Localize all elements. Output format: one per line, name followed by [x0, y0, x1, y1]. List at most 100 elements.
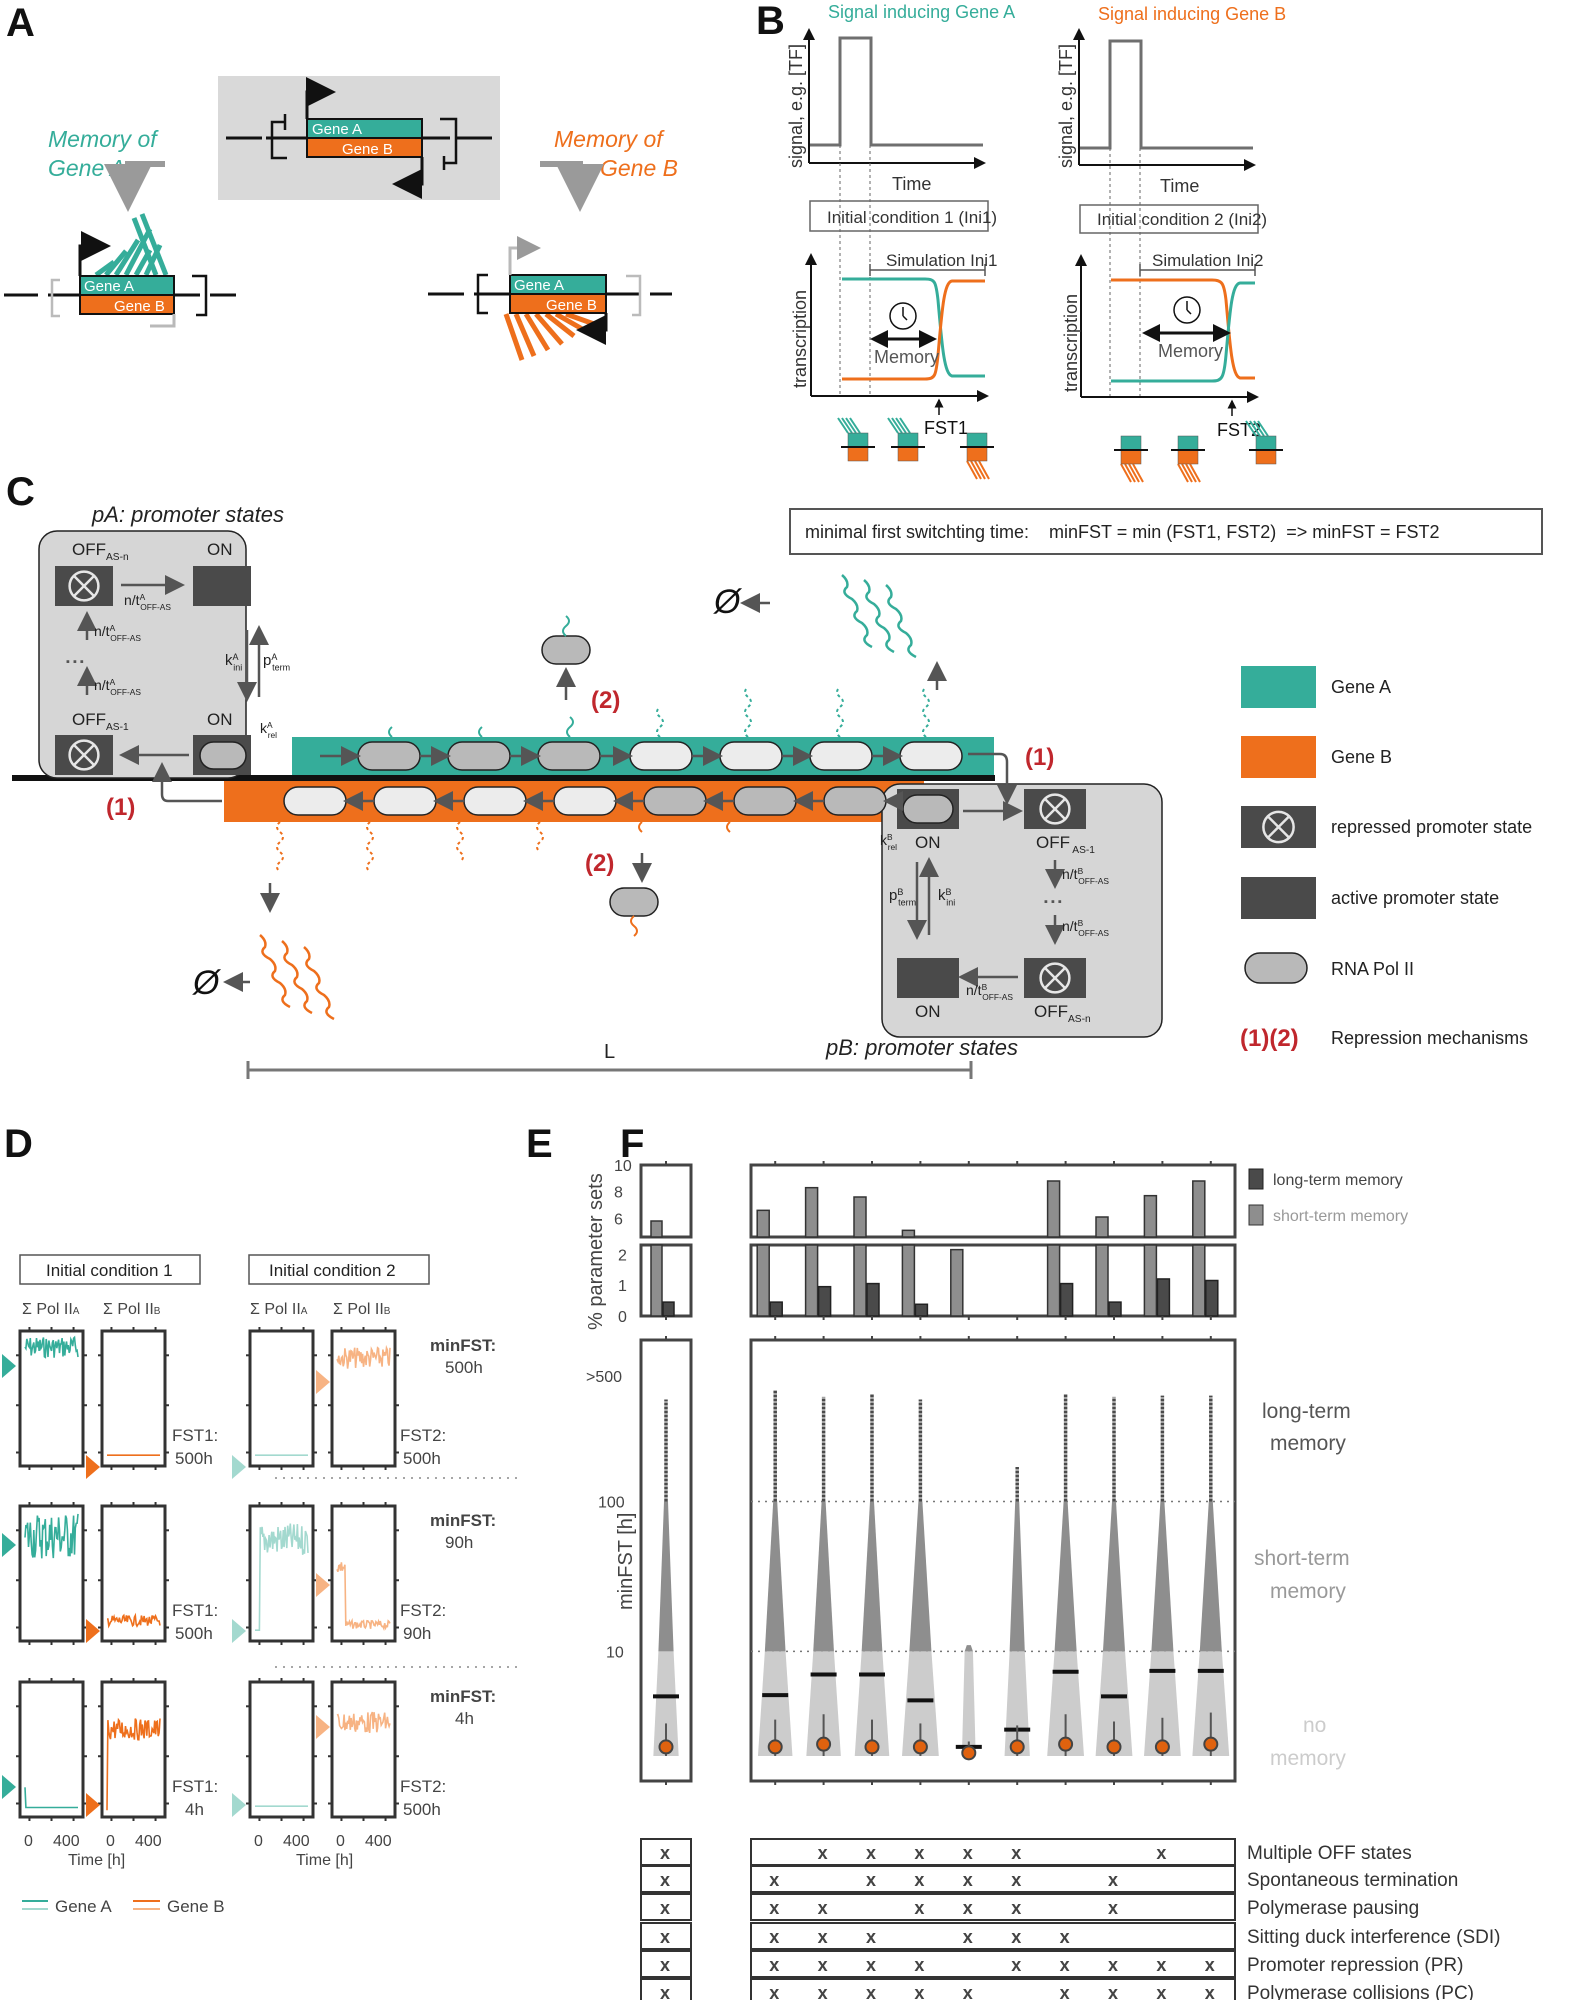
region-short-term: memory — [1270, 1580, 1346, 1603]
fst2-label: FST2: — [400, 1777, 446, 1796]
x-tick: 0 — [24, 1833, 33, 1850]
memory-a-line1: Memory of — [48, 126, 159, 152]
legend-swatch-long-term — [1248, 1168, 1264, 1190]
mode-marker — [961, 1745, 977, 1761]
table-mark: x — [1108, 1955, 1118, 1975]
hatch — [1249, 420, 1261, 437]
panel-letter-c: C — [6, 470, 35, 514]
mini-loci — [837, 417, 1283, 483]
gene-b-block — [897, 446, 919, 462]
table-cell-e — [640, 1922, 692, 1950]
ini1-box: Initial condition 1 (Ini1) — [827, 208, 997, 227]
x — [73, 744, 95, 766]
state-on-label: ON — [207, 710, 233, 729]
bar-frame-upper — [749, 1163, 1237, 1239]
plot-frame — [248, 1329, 315, 1468]
bar-long-term — [1059, 1282, 1074, 1317]
rna-pol-ii-icon — [629, 741, 693, 771]
violin-short-term — [764, 1501, 786, 1652]
minfst-label: minFST: — [430, 1511, 496, 1530]
repression-path-1 — [152, 762, 222, 803]
transcript-icon — [388, 726, 393, 738]
rna-pol-ii-icon — [463, 786, 527, 816]
table-mark: x — [963, 1870, 973, 1890]
repressed-promoter-icon — [55, 735, 113, 775]
y-label-signal: signal, e.g. [TF] — [786, 44, 806, 168]
violin-no-memory — [961, 1651, 976, 1756]
rna-pol-ii-icon — [899, 741, 963, 771]
plot-frame — [248, 1680, 315, 1819]
violin-10 — [1192, 1395, 1230, 1756]
bar-long-term — [1108, 1301, 1122, 1317]
legend-long-term: long-term memory — [1273, 1172, 1403, 1189]
signal-pulse-a — [810, 36, 983, 147]
state-off-as-1-label: OFF AS-1 — [1036, 833, 1095, 856]
transcript-icon — [562, 615, 570, 637]
bar-short-term — [804, 1186, 819, 1238]
fst1-value: 4h — [185, 1800, 204, 1819]
pol-b-header: Σ Pol IIB — [103, 1301, 161, 1318]
down-arrow-icon — [540, 161, 604, 212]
table-row-f — [750, 1922, 1236, 1950]
rna-pol-ii-icon — [609, 887, 659, 917]
plot-frame — [330, 1680, 397, 1819]
region-short-term: short-term — [1254, 1547, 1350, 1570]
hatch — [974, 460, 986, 480]
pb-title: pB: promoter states — [825, 1035, 1018, 1060]
table-row-f — [750, 1838, 1236, 1866]
bar-long-term — [1156, 1278, 1171, 1317]
bar-short-term — [650, 1244, 663, 1317]
fst1-value: 500h — [175, 1449, 213, 1468]
transcript-icon — [456, 821, 464, 863]
circle — [1039, 793, 1071, 825]
fst1-label: FST1: — [172, 1601, 218, 1620]
violin-short-term — [1054, 1501, 1077, 1652]
gene-a-block — [966, 432, 988, 448]
table-mark: x — [866, 1843, 876, 1863]
table-row-label: Spontaneous termination — [1247, 1870, 1458, 1891]
hatch — [1120, 463, 1132, 483]
bar-short-term — [1192, 1180, 1206, 1238]
curve-gene-a — [842, 277, 985, 378]
table-mark: x — [1156, 1843, 1166, 1863]
x-axis-label: Time [h] — [68, 1852, 125, 1869]
mini-locus-icon — [960, 432, 994, 480]
trace-plot — [328, 1502, 399, 1645]
fst2-value: 500h — [403, 1800, 441, 1819]
violin-frame — [749, 1338, 1237, 1783]
rna-pol-ii-icon — [447, 741, 511, 771]
circle — [68, 570, 100, 602]
bar-long-term — [914, 1303, 929, 1317]
bar-long-term — [866, 1282, 880, 1317]
simulation-ini2: Simulation Ini2 — [1152, 251, 1264, 270]
plot-frame — [18, 1329, 85, 1468]
transcript-icon — [744, 686, 752, 738]
x-tick: 400 — [53, 1833, 80, 1850]
trace-plot — [16, 1678, 87, 1821]
rna-pol-ii-icon — [823, 786, 887, 816]
hatch — [1181, 463, 1193, 483]
gene-a-swatch — [1241, 666, 1316, 708]
table-mark: x — [769, 1955, 779, 1975]
table-row-f — [750, 1978, 1236, 2000]
state-off-as-n-label: OFFAS-n — [72, 540, 129, 563]
table-mark: x — [818, 1843, 828, 1863]
y-tick-label: 2 — [618, 1247, 627, 1264]
legend-swatch-short-term — [1248, 1204, 1264, 1226]
transcript-icon — [836, 686, 844, 738]
trace-plot — [16, 1327, 87, 1470]
trace-line — [336, 1711, 391, 1734]
table-mark: x — [866, 1927, 876, 1947]
rna-pol-ii-icon — [283, 786, 347, 816]
mini-locus-icon — [1245, 420, 1283, 465]
region-long-term: long-term — [1262, 1400, 1351, 1423]
ellipsis-icon: ▪ ▪ ▪ — [1044, 896, 1062, 908]
table-mark: x — [1011, 1955, 1021, 1975]
mode-marker — [658, 1739, 674, 1755]
down-arrow-icon — [104, 161, 165, 212]
initial-state-marker-icon — [86, 1455, 100, 1479]
table-mark: x — [660, 1983, 670, 2000]
